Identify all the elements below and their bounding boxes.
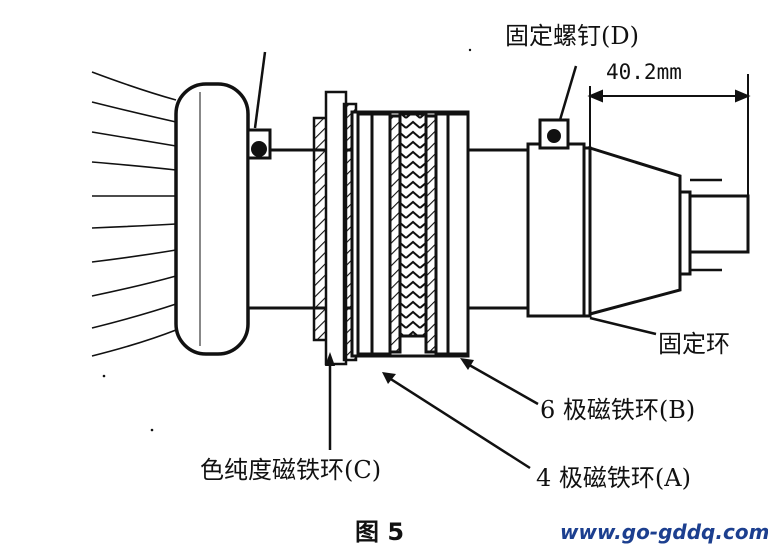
purity-magnet-ring-c [312, 90, 358, 366]
fixing-screw-label: 固定螺钉(D) [505, 22, 639, 50]
magnet-ring-body [350, 110, 470, 358]
four-pole-magnet-label: 4 极磁铁环(A) [536, 464, 691, 492]
watermark: www.go-gddq.com [560, 520, 768, 544]
six-pole-magnet-label: 6 极磁铁环(B) [540, 396, 696, 424]
fixing-ring-label: 固定环 [658, 330, 730, 358]
dimension-line [587, 74, 751, 196]
purity-magnet-label: 色纯度磁铁环(C) [200, 456, 382, 484]
leader-lines [328, 316, 657, 470]
figure-caption: 图 5 [355, 518, 405, 546]
dimension-label: 40.2mm [606, 60, 682, 84]
arrow-four-pole [382, 372, 396, 384]
yoke-flare-lines [91, 71, 177, 357]
arrow-purity [325, 352, 335, 366]
tube-socket [588, 145, 750, 316]
yoke-flange [174, 82, 250, 356]
arrow-six-pole [460, 358, 474, 370]
left-screw [246, 51, 272, 160]
guide-dots [102, 48, 472, 432]
fixing-ring-assembly [526, 142, 592, 318]
fixing-screw-d [538, 65, 578, 150]
